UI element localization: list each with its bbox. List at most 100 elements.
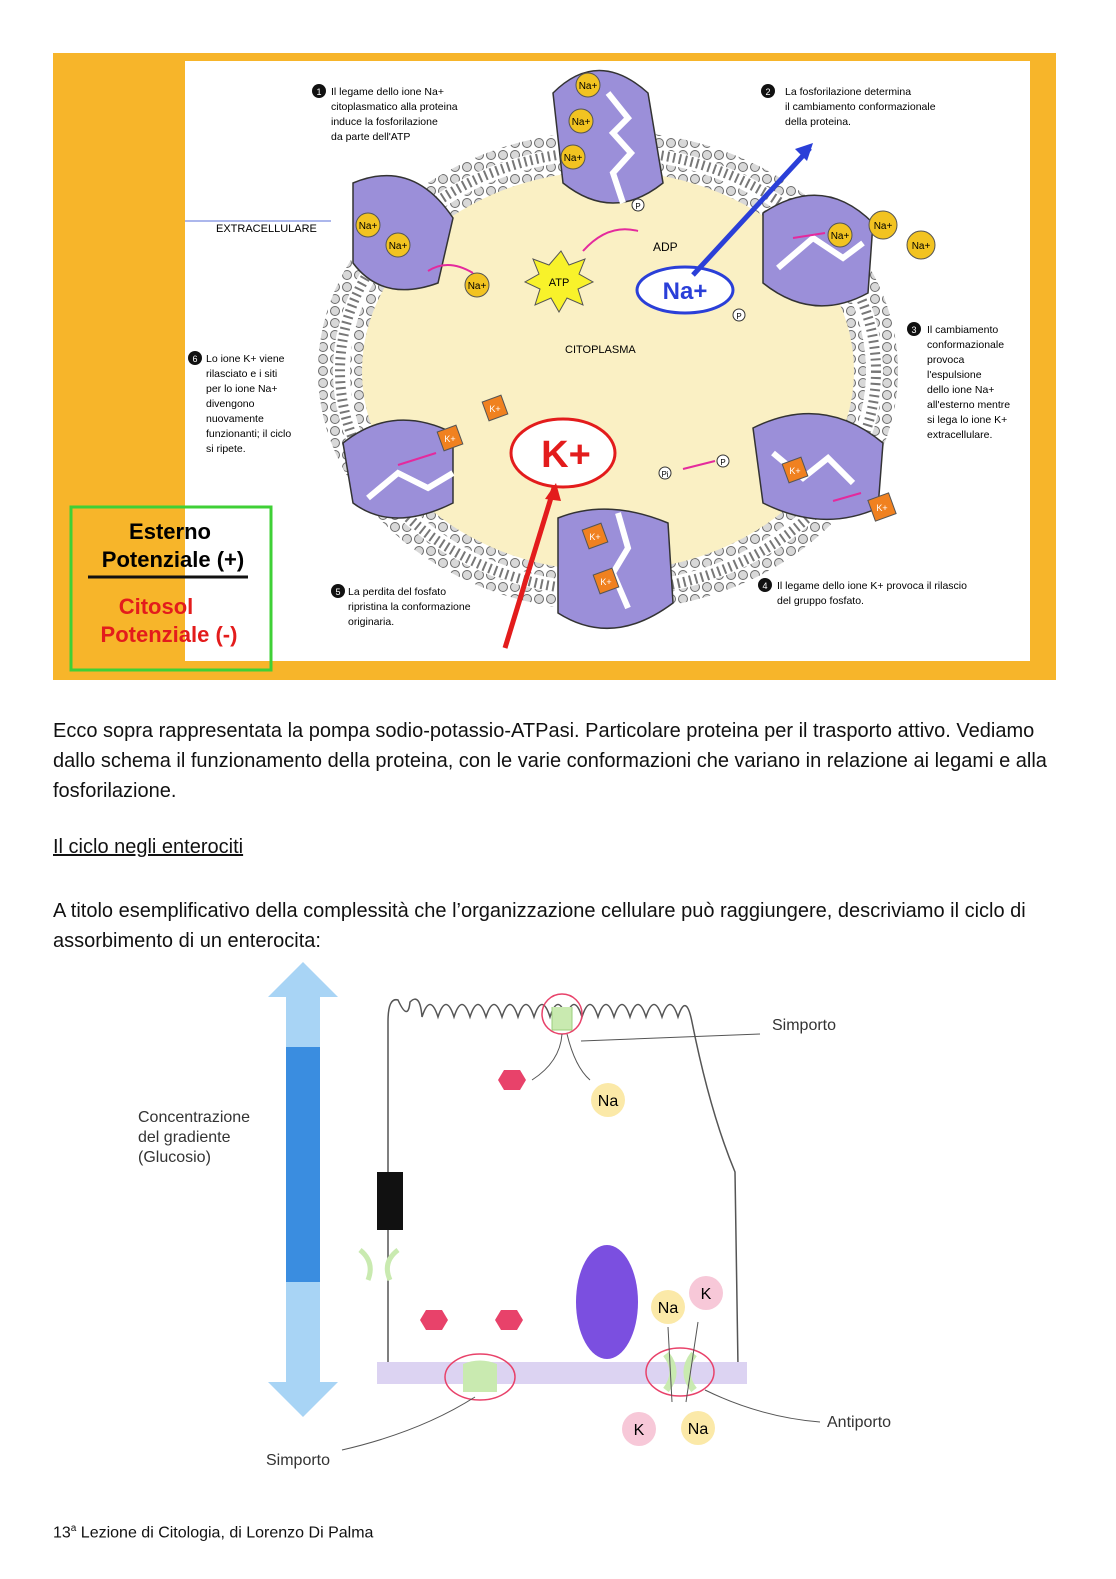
page-footer: 13a Lezione di Citologia, di Lorenzo Di … [53,1523,373,1542]
phosphate-release-arrow [682,460,716,470]
legend-inside-potential: Potenziale (-) [101,622,238,647]
apical-symporter [541,993,583,1035]
antiporto-label: Antiporto [827,1414,891,1431]
simporto-top-leader [580,1033,761,1042]
svg-text:Na+: Na+ [468,281,487,292]
na-ion: Na+ [575,72,601,98]
svg-text:Il legame dello ione Na+citopl: Il legame dello ione Na+citoplasmatico a… [331,86,458,143]
na-arrow-head [795,143,813,161]
svg-text:4: 4 [762,581,767,591]
svg-text:Na+: Na+ [874,221,893,232]
phosphate: P [732,308,746,322]
svg-text:6: 6 [192,354,197,364]
svg-text:Il legame dello ione K+ provoc: Il legame dello ione K+ provoca il rilas… [777,580,967,607]
k-highlight-ellipse [509,417,617,489]
antiporto-leader [704,1389,821,1423]
svg-text:K: K [701,1286,712,1303]
basal-symporter [444,1353,516,1401]
svg-text:ATP: ATP [549,277,570,289]
svg-text:Na+: Na+ [389,241,408,252]
enterocyte-membrane [387,998,739,1368]
svg-text:K+: K+ [789,466,800,476]
svg-text:3: 3 [911,325,916,335]
na-ion: Na+ [385,232,411,258]
svg-text:P: P [736,312,741,321]
glucose-molecule [495,1310,523,1330]
k-big-label: K+ [541,434,591,476]
pump-top [552,69,664,204]
k-binding-arrow [832,492,862,502]
enterocyte-figure: Concentrazione del gradiente (Glucosio) … [138,962,891,1469]
adp-label: ADP [653,240,678,254]
na-big-label: Na+ [663,278,708,305]
svg-text:5: 5 [335,587,340,597]
svg-text:K+: K+ [600,577,611,587]
na-ion: Na+ [827,222,853,248]
k-ion: K [622,1412,656,1446]
sodium-potassium-pump-figure: Na+ Na+ Na+ Na+ Na+ Na+ Na+ Na+ Na+ K+ K… [53,53,1056,680]
svg-text:Na: Na [598,1093,619,1110]
nucleus [576,1245,638,1359]
paragraph-enterocyte-intro: A titolo esemplificativo della complessi… [53,900,1026,952]
svg-text:K+: K+ [589,532,600,542]
legend-outside-potential: Potenziale (+) [102,547,244,572]
svg-text:Na+: Na+ [831,231,850,242]
cytoplasm [362,171,854,571]
na-ion: Na+ [906,230,936,260]
pump-left-bottom [342,419,455,519]
k-ion: K+ [867,492,897,522]
na-ion: Na+ [464,272,490,298]
pump-right-top [762,194,874,307]
legend-outside-label: Esterno [129,519,211,544]
na-ion: Na [591,1083,625,1117]
k-ion: K [689,1276,723,1310]
junction-channel [358,1248,400,1282]
svg-text:K+: K+ [876,503,887,513]
na-exit-big-arrow [691,146,812,277]
svg-text:Na: Na [658,1300,679,1317]
simporto-bottom-leader [341,1396,476,1451]
k-ion: K+ [436,424,464,452]
glucose-molecule [420,1310,448,1330]
na-exit-arrow [792,232,826,239]
k-entry-big-arrow [502,487,557,649]
citoplasma-label: CITOPLASMA [565,344,636,356]
svg-text:2: 2 [765,87,770,97]
na-entry-arrow [566,1033,591,1081]
step-4-annotation: 4 Il legame dello ione K+ provoca il ril… [758,578,967,607]
extracellulare-label: EXTRACELLULARE [216,223,317,235]
svg-text:Na+: Na+ [912,241,931,252]
na-binding-arrow [427,264,474,274]
na-ion: Na+ [568,108,594,134]
pump-bottom [557,508,674,630]
legend-inside-label: Citosol [119,594,194,619]
atp-arrow [582,228,639,252]
svg-text:Na: Na [688,1421,709,1438]
na-exit-arrow [667,1326,673,1403]
na-ion: Na [681,1411,715,1445]
section-heading: Il ciclo negli enterociti [53,836,244,858]
svg-text:K+: K+ [489,404,500,414]
lesson-number-suffix: a [70,1523,77,1534]
k-arrow-head [545,483,561,501]
na-ion: Na [651,1290,685,1324]
potential-legend: Esterno Potenziale (+) Citosol Potenzial… [69,505,273,672]
lesson-number: 13 [53,1524,71,1542]
k-ion: K+ [481,394,509,422]
k-entry-arrow [685,1321,699,1403]
svg-text:Na+: Na+ [579,81,598,92]
atp-star: ATP [523,250,595,314]
step-1-annotation: 1 Il legame dello ione Na+citoplasmatico… [312,84,458,143]
na-ion: Na+ [560,144,586,170]
simporto-bottom-label: Simporto [266,1452,330,1469]
k-release-arrow [397,452,437,466]
simporto-top-label: Simporto [772,1017,836,1034]
